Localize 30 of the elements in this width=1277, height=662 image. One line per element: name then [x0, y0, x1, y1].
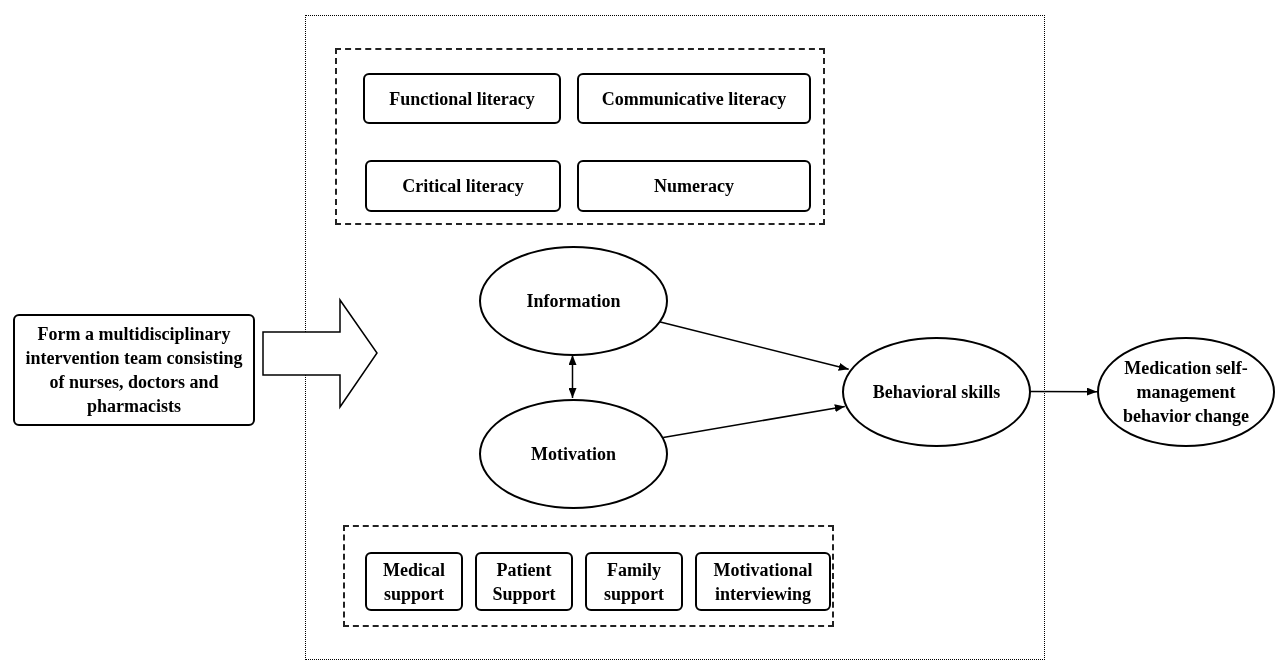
block-arrow: [262, 297, 378, 410]
dashed-group-box: [343, 525, 834, 627]
arrow: [662, 404, 846, 439]
arrow: [658, 321, 850, 371]
node-label: Behavioral skills: [872, 381, 1001, 404]
node-label: Family support: [603, 558, 665, 606]
node-label: Communicative literacy: [601, 87, 787, 111]
rounded-box: [695, 552, 831, 611]
node-label: Numeracy: [654, 175, 734, 198]
node-label: Form a multidisciplinary intervention team consisting of nurses, doctors and pharmacists: [24, 323, 244, 418]
rounded-box: [577, 160, 811, 212]
node-label: Critical literacy: [402, 175, 524, 198]
node-label: Motivation: [531, 443, 616, 466]
arrow: [1029, 387, 1098, 396]
node-label: Medical support: [382, 558, 446, 606]
rounded-box: [13, 314, 255, 426]
rounded-box: [365, 160, 561, 212]
dotted-frame: [305, 15, 1045, 660]
node-label: Information: [526, 290, 621, 313]
rounded-box: [363, 73, 561, 124]
rounded-box: [577, 73, 811, 124]
dashed-group-box: [335, 48, 825, 225]
rounded-box: [365, 552, 463, 611]
rounded-box: [585, 552, 683, 611]
node-label: Motivational interviewing: [712, 558, 814, 606]
node-label: Patient Support: [491, 558, 557, 606]
node-label: Functional literacy: [389, 87, 535, 111]
rounded-box: [475, 552, 573, 611]
node-label: Medication self-management behavior change: [1121, 357, 1251, 428]
arrow: [568, 354, 577, 399]
